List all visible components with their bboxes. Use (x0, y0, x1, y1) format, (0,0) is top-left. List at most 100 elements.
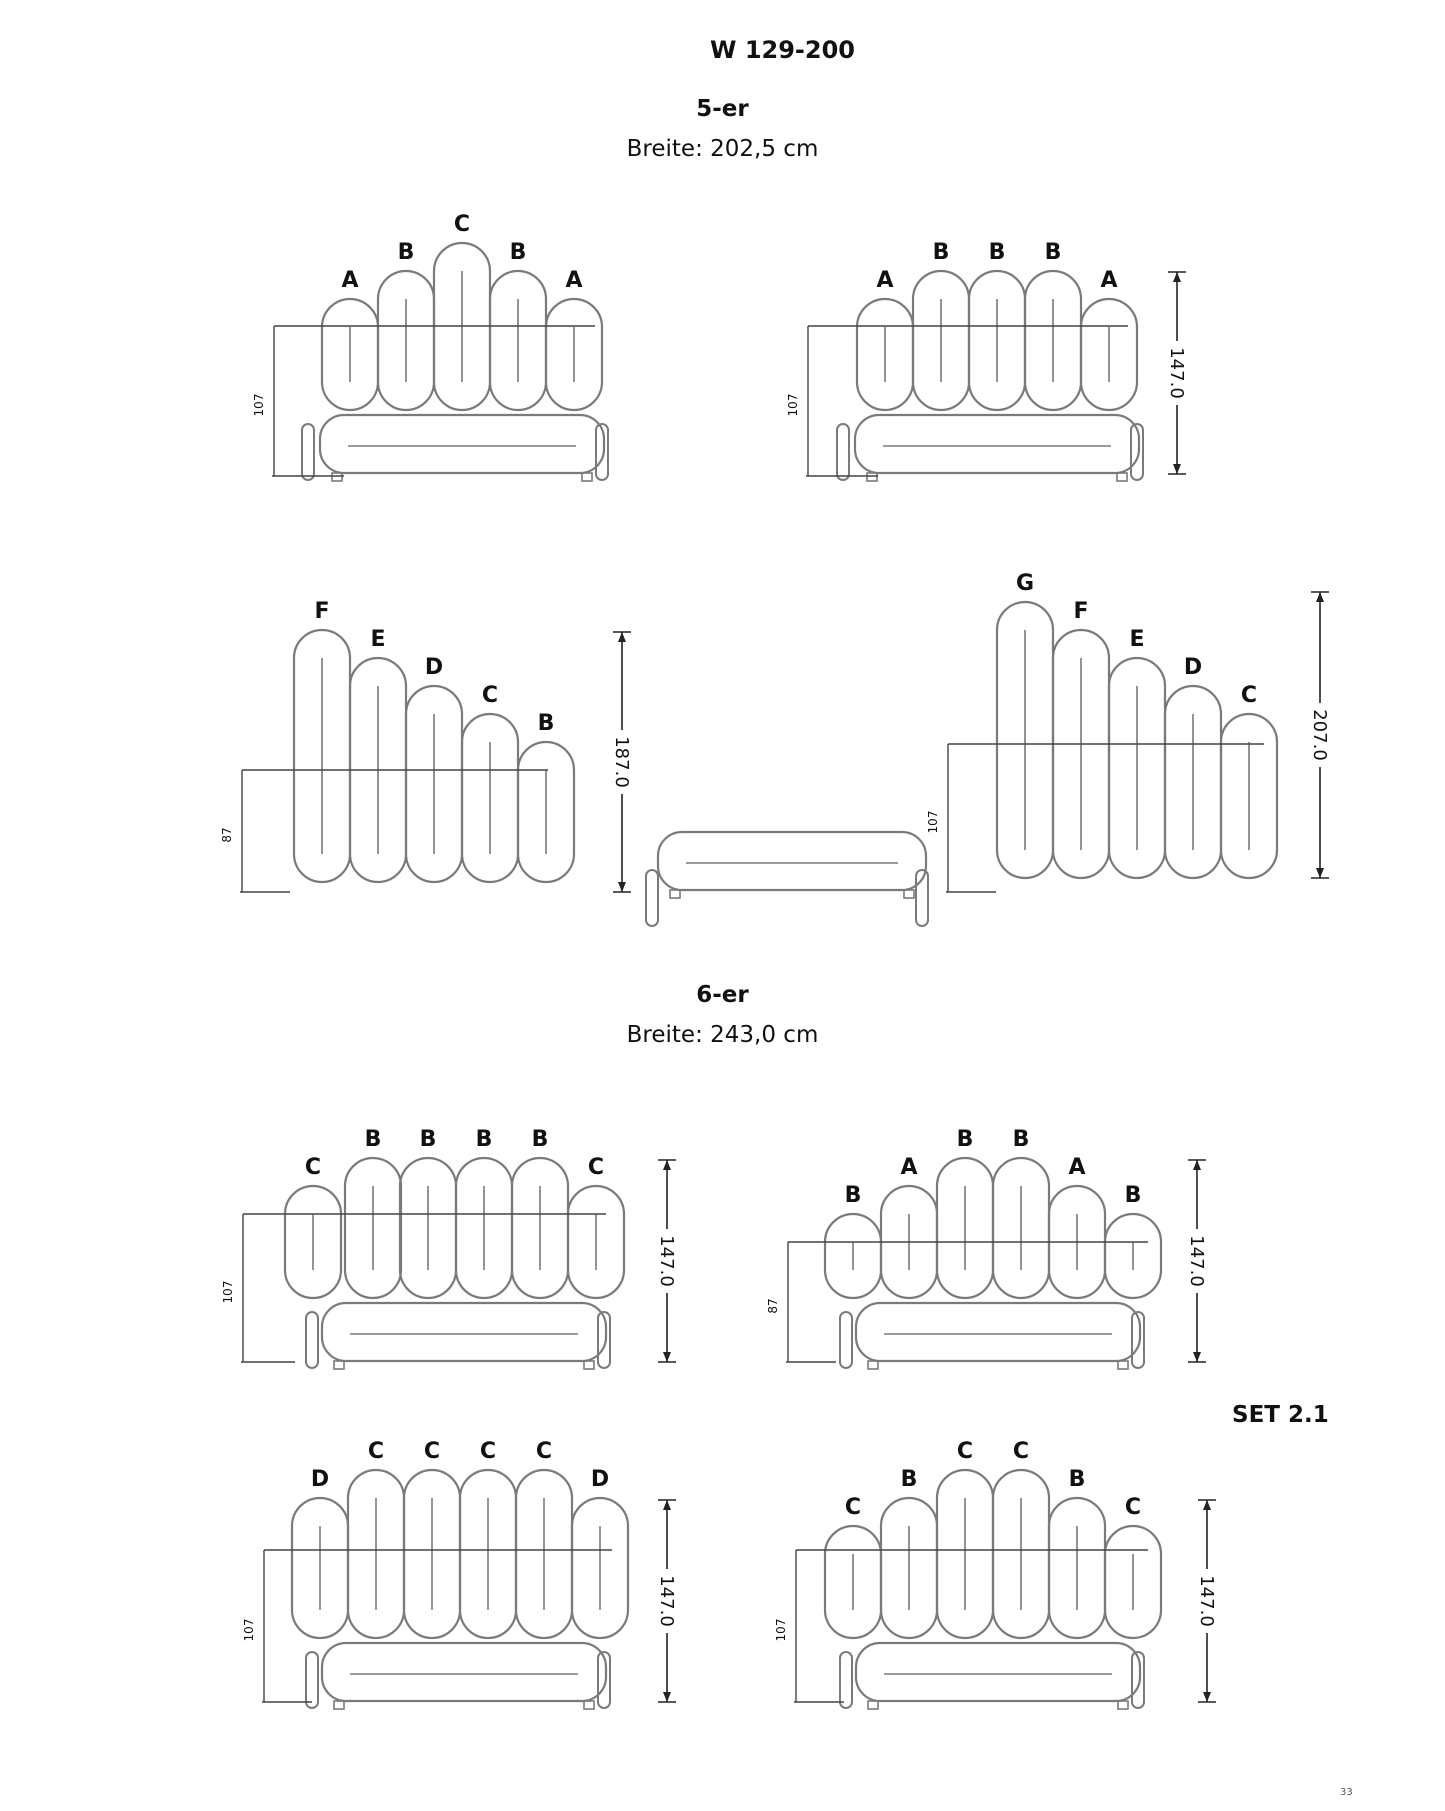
cushion-label: C (480, 1439, 496, 1464)
dimension-arrow (1173, 272, 1181, 282)
seat-height-value: 107 (242, 1619, 256, 1642)
cushion-label: C (588, 1155, 604, 1180)
armrest (645, 869, 659, 927)
cushion-label: B (1045, 240, 1062, 265)
section-6er-title: 6-er (696, 982, 749, 1008)
cushion-label: G (1016, 571, 1034, 596)
seat-cushion (854, 1641, 1142, 1703)
seat-cushion (854, 1301, 1142, 1363)
dimension-arrow (1193, 1160, 1201, 1170)
total-height-value: 147.0 (656, 1235, 677, 1287)
foot (669, 889, 681, 899)
cushion-label: C (482, 683, 498, 708)
foot (867, 1700, 879, 1710)
back-cushion (1103, 1212, 1163, 1300)
armrest (1131, 1651, 1145, 1709)
cushion-label: B (420, 1127, 437, 1152)
cushion-label: C (1013, 1439, 1029, 1464)
total-height-value: 147.0 (656, 1575, 677, 1627)
cushion-label: C (368, 1439, 384, 1464)
foot (333, 1360, 345, 1370)
seat-cushion (320, 1301, 608, 1363)
sofa-config-5er-c: F E D C B 87 187.0 (220, 599, 634, 893)
section-5er-title: 5-er (696, 96, 749, 122)
dimension-label-bg (655, 1229, 679, 1293)
foot (1117, 1360, 1129, 1370)
cushion-label: D (591, 1467, 609, 1492)
foot (866, 472, 878, 482)
total-height-value: 147.0 (1196, 1575, 1217, 1627)
back-cushion (1219, 712, 1279, 880)
cushion-label: C (424, 1439, 440, 1464)
cushion-label: A (565, 268, 582, 293)
dimension-label-bg (1308, 703, 1332, 767)
cushion-label: A (341, 268, 358, 293)
dimension-arrow (663, 1500, 671, 1510)
seat-height-value: 107 (252, 394, 266, 417)
cushion-label: B (538, 711, 555, 736)
cushion-label: B (476, 1127, 493, 1152)
seat-height-value: 107 (774, 1619, 788, 1642)
seat-height-value: 87 (766, 1298, 780, 1313)
foot (333, 1700, 345, 1710)
dimension-arrow (1173, 464, 1181, 474)
section-5er-width: Breite: 202,5 cm (626, 136, 819, 162)
dimension-label-bg (610, 730, 634, 794)
dimension-label-bg (1185, 1229, 1209, 1293)
seat-cushion (318, 413, 606, 475)
back-cushion (1103, 1524, 1163, 1640)
total-height-value: 207.0 (1309, 709, 1330, 761)
dimension-label-bg (1165, 341, 1189, 405)
cushion-label: D (1184, 655, 1202, 680)
armrest (301, 423, 315, 481)
foot (1116, 472, 1128, 482)
armrest (839, 1651, 853, 1709)
set-label: SET 2.1 (1232, 1402, 1329, 1428)
dimension-arrow (618, 882, 626, 892)
cushion-label: B (845, 1183, 862, 1208)
foot (581, 472, 593, 482)
cushion-label: D (311, 1467, 329, 1492)
cushion-label: B (1069, 1467, 1086, 1492)
seat-cushion (320, 1641, 608, 1703)
cushion-label: D (425, 655, 443, 680)
cushion-label: A (1068, 1155, 1085, 1180)
document-title: W 129-200 (710, 36, 855, 64)
sofa-config-6er-c: D C C C C D 107 147.0 (242, 1439, 679, 1710)
cushion-label: F (314, 599, 329, 624)
cushion-label: A (876, 268, 893, 293)
cushion-label: B (989, 240, 1006, 265)
foot (331, 472, 343, 482)
dimension-arrow (1193, 1352, 1201, 1362)
cushion-label: B (398, 240, 415, 265)
cushion-label: C (845, 1495, 861, 1520)
total-height-value: 147.0 (1186, 1235, 1207, 1287)
back-cushion (516, 740, 576, 884)
seat-height-value: 107 (926, 811, 940, 834)
cushion-label: E (370, 627, 385, 652)
foot (867, 1360, 879, 1370)
cushion-label: B (1125, 1183, 1142, 1208)
seat-height-value: 87 (220, 827, 234, 842)
cushion-label: A (1100, 268, 1117, 293)
dimension-arrow (1203, 1500, 1211, 1510)
cushion-label: C (454, 212, 470, 237)
back-cushion (570, 1496, 630, 1640)
seat-cushion (853, 413, 1141, 475)
armrest (915, 869, 929, 927)
cushion-label: C (957, 1439, 973, 1464)
foot (583, 1700, 595, 1710)
total-height-value: 187.0 (611, 736, 632, 788)
dimension-label-bg (655, 1569, 679, 1633)
cushion-label: C (536, 1439, 552, 1464)
cushion-label: C (305, 1155, 321, 1180)
cushion-label: B (957, 1127, 974, 1152)
back-cushion (544, 297, 604, 412)
armrest (597, 1651, 611, 1709)
cushion-label: C (1125, 1495, 1141, 1520)
dimension-arrow (663, 1692, 671, 1702)
armrest (1130, 423, 1144, 481)
